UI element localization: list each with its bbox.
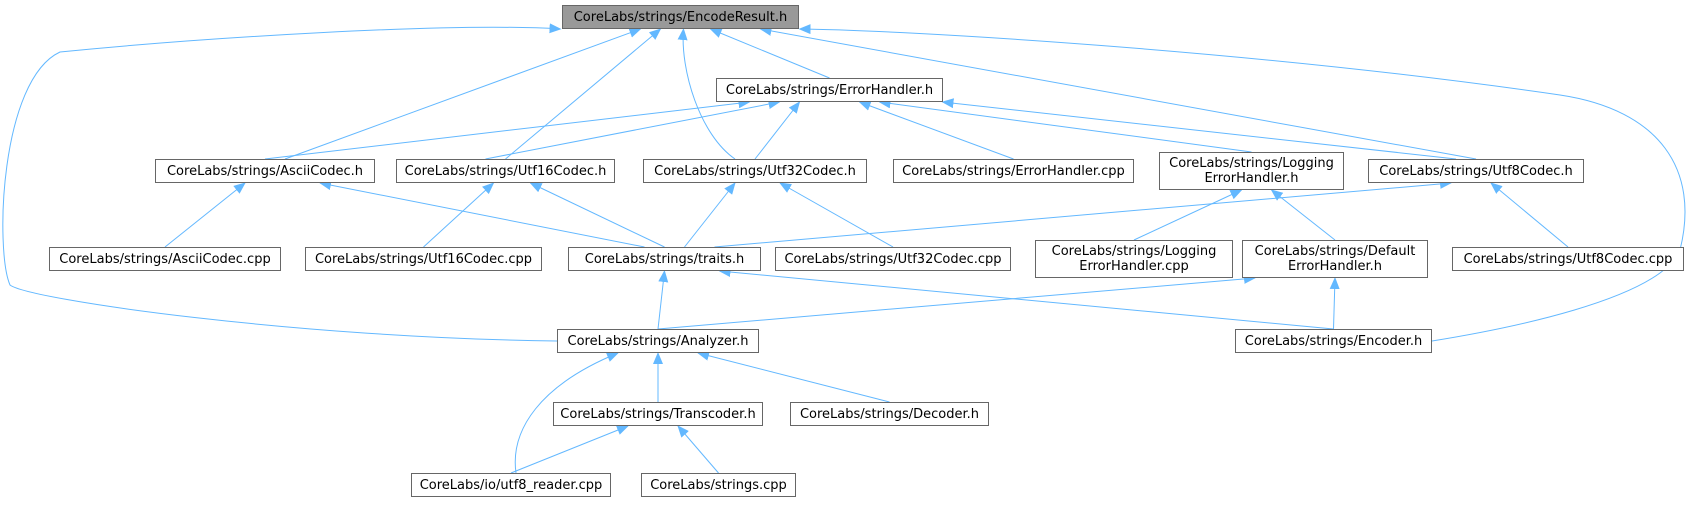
node-label-line-1: CoreLabs/strings/AsciiCodec.cpp: [59, 251, 271, 267]
edge-logging-error-handler-cpp-to-logging-error-handler: [1133, 189, 1243, 241]
edge-strings-cpp-to-transcoder: [677, 425, 719, 474]
edge-default-error-handler-to-logging-error-handler: [1270, 189, 1336, 241]
node-error-handler-cpp[interactable]: CoreLabs/strings/ErrorHandler.cpp: [893, 159, 1134, 183]
node-label-line-1: CoreLabs/strings/Utf8Codec.h: [1379, 163, 1573, 179]
edge-utf8-codec-to-encode-result: [759, 26, 1477, 160]
node-label-line-1: CoreLabs/strings/Logging: [1169, 156, 1334, 171]
node-label-line-2: ErrorHandler.h: [1204, 171, 1299, 186]
node-encode-result[interactable]: CoreLabs/strings/EncodeResult.h: [562, 5, 799, 29]
node-label-line-1: CoreLabs/strings/Default: [1254, 244, 1416, 259]
node-label-line-1: CoreLabs/io/utf8_reader.cpp: [419, 477, 603, 493]
edge-utf16-codec-cpp-to-utf16-codec: [423, 182, 495, 248]
edge-utf32-codec-to-encode-result: [677, 28, 736, 160]
node-utf8-codec-cpp[interactable]: CoreLabs/strings/Utf8Codec.cpp: [1452, 247, 1684, 271]
node-ascii-codec-cpp[interactable]: CoreLabs/strings/AsciiCodec.cpp: [49, 247, 281, 271]
edge-error-handler-cpp-to-error-handler: [858, 101, 1014, 160]
node-label-line-1: CoreLabs/strings/Utf8Codec.cpp: [1463, 251, 1673, 267]
edge-analyzer-to-encode-result: [2, 23, 562, 342]
edge-utf32-codec-to-error-handler: [754, 101, 801, 160]
node-label-line-1: CoreLabs/strings/Transcoder.h: [560, 406, 756, 422]
node-utf32-codec-cpp[interactable]: CoreLabs/strings/Utf32Codec.cpp: [775, 247, 1011, 271]
edge-utf8-codec-to-error-handler: [941, 98, 1457, 160]
edge-utf16-codec-to-error-handler: [485, 99, 781, 160]
node-utf16-codec[interactable]: CoreLabs/strings/Utf16Codec.h: [396, 159, 615, 183]
node-error-handler[interactable]: CoreLabs/strings/ErrorHandler.h: [716, 78, 943, 102]
edge-utf32-codec-cpp-to-utf32-codec: [779, 182, 894, 248]
node-label-line-2: ErrorHandler.h: [1287, 259, 1383, 274]
node-utf16-codec-cpp[interactable]: CoreLabs/strings/Utf16Codec.cpp: [305, 247, 542, 271]
edge-traits-to-utf16-codec: [529, 182, 665, 248]
node-ascii-codec[interactable]: CoreLabs/strings/AsciiCodec.h: [155, 159, 375, 183]
edge-encoder-to-default-error-handler: [1329, 277, 1340, 330]
node-label-line-1: CoreLabs/strings/Utf16Codec.cpp: [314, 251, 533, 267]
node-label-line-2: ErrorHandler.cpp: [1079, 259, 1189, 274]
edge-traits-to-utf8-codec: [714, 178, 1452, 248]
edge-utf8-codec-cpp-to-utf8-codec: [1490, 182, 1569, 248]
node-utf32-codec[interactable]: CoreLabs/strings/Utf32Codec.h: [643, 159, 867, 183]
edge-utf16-codec-to-encode-result: [505, 28, 662, 160]
node-label-line-1: CoreLabs/strings/Utf16Codec.h: [404, 163, 607, 179]
edge-utf8-reader-cpp-to-transcoder: [510, 425, 629, 474]
node-label-line-1: CoreLabs/strings/Analyzer.h: [567, 333, 749, 349]
edge-decoder-to-analyzer: [697, 350, 890, 403]
node-label-line-1: CoreLabs/strings.cpp: [650, 477, 787, 493]
node-label-line-1: CoreLabs/strings/Logging: [1051, 244, 1217, 259]
node-transcoder[interactable]: CoreLabs/strings/Transcoder.h: [553, 402, 763, 426]
edge-traits-to-ascii-codec: [319, 180, 645, 248]
node-traits[interactable]: CoreLabs/strings/traits.h: [568, 247, 761, 271]
node-analyzer[interactable]: CoreLabs/strings/Analyzer.h: [557, 329, 759, 353]
node-utf8-reader-cpp[interactable]: CoreLabs/io/utf8_reader.cpp: [411, 473, 611, 497]
node-utf8-codec[interactable]: CoreLabs/strings/Utf8Codec.h: [1368, 159, 1584, 183]
edge-traits-to-utf32-codec: [684, 182, 736, 248]
node-strings-cpp[interactable]: CoreLabs/strings.cpp: [641, 473, 796, 497]
node-label-line-1: CoreLabs/strings/Utf32Codec.h: [654, 163, 856, 179]
edge-error-handler-to-encode-result: [709, 28, 830, 79]
node-label-line-1: CoreLabs/strings/ErrorHandler.h: [725, 82, 934, 98]
node-label-line-1: CoreLabs/strings/ErrorHandler.cpp: [902, 163, 1125, 179]
edge-ascii-codec-to-encode-result: [284, 28, 642, 160]
node-label-line-1: CoreLabs/strings/Decoder.h: [799, 406, 980, 422]
edge-encoder-to-encode-result: [798, 24, 1686, 342]
edge-logging-error-handler-to-error-handler: [878, 98, 1252, 153]
edge-utf8-reader-cpp-to-analyzer: [514, 352, 619, 474]
edge-analyzer-to-default-error-handler: [657, 273, 1256, 330]
node-label-line-1: CoreLabs/strings/EncodeResult.h: [573, 9, 788, 25]
node-label-line-1: CoreLabs/strings/Utf32Codec.cpp: [784, 251, 1002, 267]
node-decoder[interactable]: CoreLabs/strings/Decoder.h: [790, 402, 989, 426]
edge-ascii-codec-to-error-handler: [264, 98, 751, 160]
node-encoder[interactable]: CoreLabs/strings/Encoder.h: [1235, 329, 1432, 353]
edge-encoder-to-traits: [718, 267, 1334, 330]
node-label-line-1: CoreLabs/strings/AsciiCodec.h: [166, 163, 363, 179]
edge-ascii-codec-cpp-to-ascii-codec: [164, 182, 246, 248]
node-label-line-1: CoreLabs/strings/Encoder.h: [1244, 333, 1423, 349]
edge-analyzer-to-traits: [657, 270, 669, 330]
node-label-line-1: CoreLabs/strings/traits.h: [584, 251, 745, 267]
